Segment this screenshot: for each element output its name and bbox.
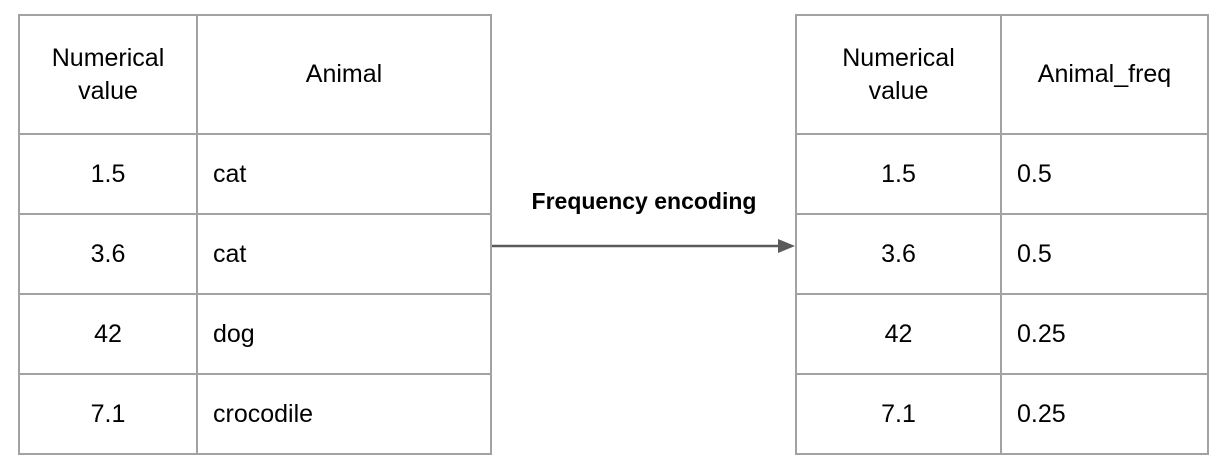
source-cell-animal: cat <box>196 213 492 295</box>
result-cell-animal-freq: 0.25 <box>1000 293 1209 375</box>
right-arrow-icon <box>492 239 795 253</box>
table-header-row: Numerical value Animal <box>18 14 492 135</box>
result-cell-numerical-value: 3.6 <box>795 213 1002 295</box>
result-header-animal-freq: Animal_freq <box>1000 14 1209 135</box>
result-table: Numerical value Animal_freq 1.5 0.5 3.6 … <box>795 14 1209 455</box>
table-row: 3.6 0.5 <box>795 213 1209 295</box>
result-cell-numerical-value: 7.1 <box>795 373 1002 455</box>
source-cell-numerical-value: 3.6 <box>18 213 198 295</box>
table-row: 42 dog <box>18 293 492 375</box>
table-row: 7.1 crocodile <box>18 373 492 455</box>
source-cell-numerical-value: 7.1 <box>18 373 198 455</box>
source-cell-animal: dog <box>196 293 492 375</box>
table-row: 42 0.25 <box>795 293 1209 375</box>
table-row: 7.1 0.25 <box>795 373 1209 455</box>
source-cell-animal: cat <box>196 133 492 215</box>
table-row: 3.6 cat <box>18 213 492 295</box>
source-table: Numerical value Animal 1.5 cat 3.6 cat 4… <box>18 14 492 455</box>
result-header-numerical-value: Numerical value <box>795 14 1002 135</box>
result-cell-animal-freq: 0.25 <box>1000 373 1209 455</box>
source-cell-numerical-value: 42 <box>18 293 198 375</box>
source-cell-animal: crocodile <box>196 373 492 455</box>
source-header-numerical-value-line2: value <box>78 76 138 105</box>
result-header-numerical-value-line1: Numerical <box>842 43 955 72</box>
result-cell-animal-freq: 0.5 <box>1000 213 1209 295</box>
table-header-row: Numerical value Animal_freq <box>795 14 1209 135</box>
result-header-animal-freq-line1: Animal_freq <box>1037 60 1172 88</box>
source-cell-numerical-value: 1.5 <box>18 133 198 215</box>
result-cell-animal-freq: 0.5 <box>1000 133 1209 215</box>
table-row: 1.5 cat <box>18 133 492 215</box>
source-header-numerical-value-line1: Numerical <box>51 43 165 72</box>
result-cell-numerical-value: 1.5 <box>795 133 1002 215</box>
source-header-animal-line1: Animal <box>305 60 383 88</box>
transform-annotation: Frequency encoding <box>490 186 798 264</box>
table-row: 1.5 0.5 <box>795 133 1209 215</box>
transform-label: Frequency encoding <box>531 188 757 214</box>
result-header-numerical-value-line2: value <box>868 76 929 105</box>
result-cell-numerical-value: 42 <box>795 293 1002 375</box>
source-header-numerical-value: Numerical value <box>18 14 198 135</box>
source-header-animal: Animal <box>196 14 492 135</box>
